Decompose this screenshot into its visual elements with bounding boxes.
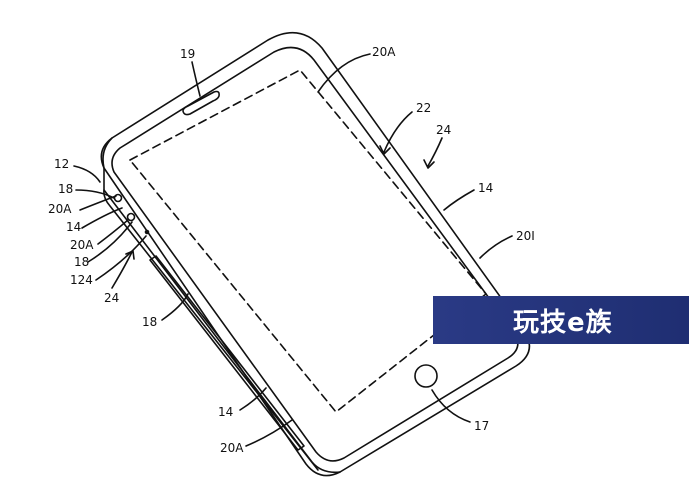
display-area-dashed [129,69,487,413]
label-20a-top: 20A [372,45,396,59]
label-20i: 20I [516,229,535,243]
leader-124 [95,235,147,281]
leader-20a-c [97,219,129,245]
leader-20a-bottom [245,419,293,447]
arrowhead-22 [379,145,391,155]
arrowhead-24-right [423,159,435,169]
label-124: 124 [70,273,93,287]
speaker-slot [182,90,220,116]
label-20a-bottom: 20A [220,441,244,455]
label-14-b: 14 [66,220,81,234]
device-back-edge [103,189,319,471]
arrowhead-24-left [125,250,135,260]
leader-18-b [87,221,133,263]
leader-18-c [161,293,189,321]
side-window [149,255,305,451]
leader-22 [383,111,413,153]
device-inner-bezel [111,46,519,462]
label-17: 17 [474,419,489,433]
leader-20a-top [317,53,371,93]
device-front-outline [100,31,531,477]
device-side-edge [102,137,341,474]
label-18-c: 18 [142,315,157,329]
leader-17 [431,389,471,423]
label-12: 12 [54,157,69,171]
watermark-logo-text: 玩技e族 [513,308,613,338]
label-24-right: 24 [436,123,451,137]
leader-18-a [75,189,115,199]
side-feature-lower [126,212,136,222]
leader-14-right [443,189,475,211]
leader-12 [73,165,101,183]
leader-19 [191,61,201,97]
label-18-a: 18 [58,182,73,196]
label-19: 19 [180,47,195,61]
leader-20a-b [79,195,117,211]
leader-14-bottom [239,387,267,411]
label-14-bottom: 14 [218,405,233,419]
side-dot [144,229,150,235]
watermark-banner: 玩技e族 [433,296,689,344]
leader-24-left [111,251,133,289]
label-14-right: 14 [478,181,493,195]
label-24-left: 24 [104,291,119,305]
leader-24-right [427,137,443,167]
leader-20i [479,235,513,259]
label-18-b: 18 [74,255,89,269]
label-20a-b: 20A [48,202,72,216]
leader-14-b [81,207,123,229]
label-20a-c: 20A [70,238,94,252]
label-22: 22 [416,101,431,115]
home-button [414,364,438,388]
